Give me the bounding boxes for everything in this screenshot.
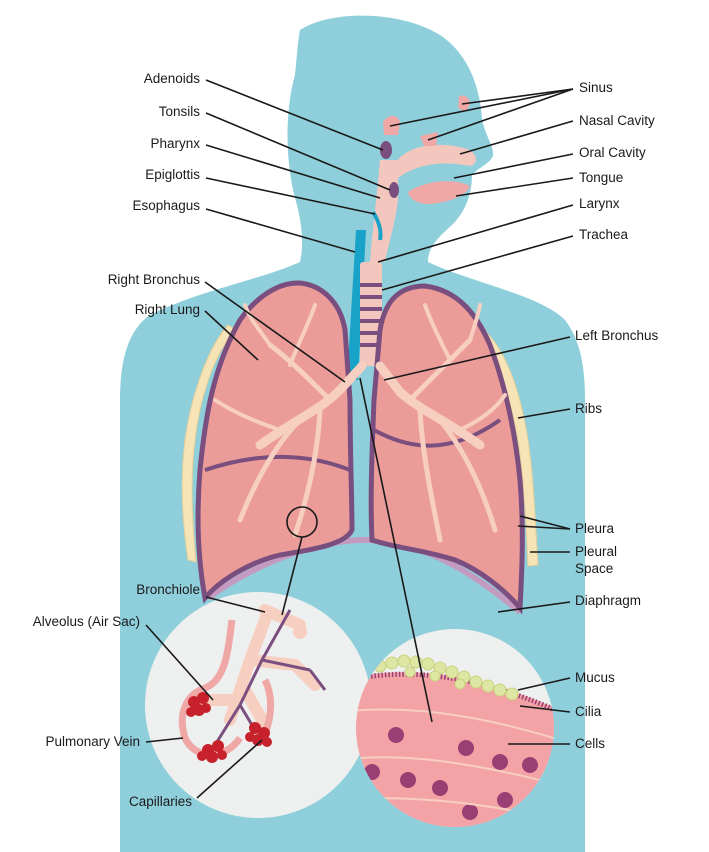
label-pleural-space-line2: Space xyxy=(575,561,613,576)
label-pleural-space-line1: Pleural xyxy=(575,544,617,559)
label-bronchiole: Bronchiole xyxy=(136,582,200,597)
label-pleura: Pleura xyxy=(575,521,615,536)
label-right-lung: Right Lung xyxy=(135,302,200,317)
tonsils-shape xyxy=(389,182,399,198)
labels-right: Sinus Nasal Cavity Oral Cavity Tongue La… xyxy=(575,80,659,751)
head-airway xyxy=(370,95,476,262)
cells-inset xyxy=(356,629,554,827)
label-tonsils: Tonsils xyxy=(159,104,201,119)
label-right-bronchus: Right Bronchus xyxy=(108,272,201,287)
left-lung-shape xyxy=(368,283,525,615)
label-pharynx: Pharynx xyxy=(150,136,200,151)
label-larynx: Larynx xyxy=(579,196,620,211)
oral-cavity-shape xyxy=(405,167,470,184)
label-alveolus: Alveolus (Air Sac) xyxy=(33,614,140,629)
label-cells: Cells xyxy=(575,736,605,751)
vessel-purple xyxy=(213,609,327,746)
label-sinus: Sinus xyxy=(579,80,613,95)
bronchial-tree xyxy=(213,303,507,543)
label-adenoids: Adenoids xyxy=(144,71,201,86)
label-mucus: Mucus xyxy=(575,670,615,685)
leader-lines xyxy=(145,79,574,799)
lung-lobe-lines xyxy=(204,418,502,472)
trachea-tube xyxy=(360,262,382,366)
bronchiole-shape xyxy=(194,604,321,731)
label-esophagus: Esophagus xyxy=(132,198,200,213)
adenoids-shape xyxy=(380,141,392,159)
ribs-shapes xyxy=(181,324,539,567)
label-left-bronchus: Left Bronchus xyxy=(575,328,659,343)
diaphragm-shape xyxy=(206,536,522,615)
label-oral-cavity: Oral Cavity xyxy=(579,145,646,160)
label-trachea: Trachea xyxy=(579,227,629,242)
alveoli-clusters xyxy=(186,692,272,763)
right-lung-shape xyxy=(195,280,355,604)
label-ribs: Ribs xyxy=(575,401,602,416)
cell-nuclei xyxy=(364,727,538,820)
label-nasal-cavity: Nasal Cavity xyxy=(579,113,655,128)
label-diaphragm: Diaphragm xyxy=(575,593,641,608)
alveoli-inset xyxy=(145,592,371,818)
labels-left: Adenoids Tonsils Pharynx Epiglottis Esop… xyxy=(33,71,201,809)
tongue-shape xyxy=(408,181,470,204)
label-epiglottis: Epiglottis xyxy=(145,167,200,182)
nasal-cavity-shape xyxy=(398,144,476,178)
label-cilia: Cilia xyxy=(575,704,602,719)
label-capillaries: Capillaries xyxy=(129,794,192,809)
label-tongue: Tongue xyxy=(579,170,623,185)
label-pulmonary-vein: Pulmonary Vein xyxy=(45,734,140,749)
